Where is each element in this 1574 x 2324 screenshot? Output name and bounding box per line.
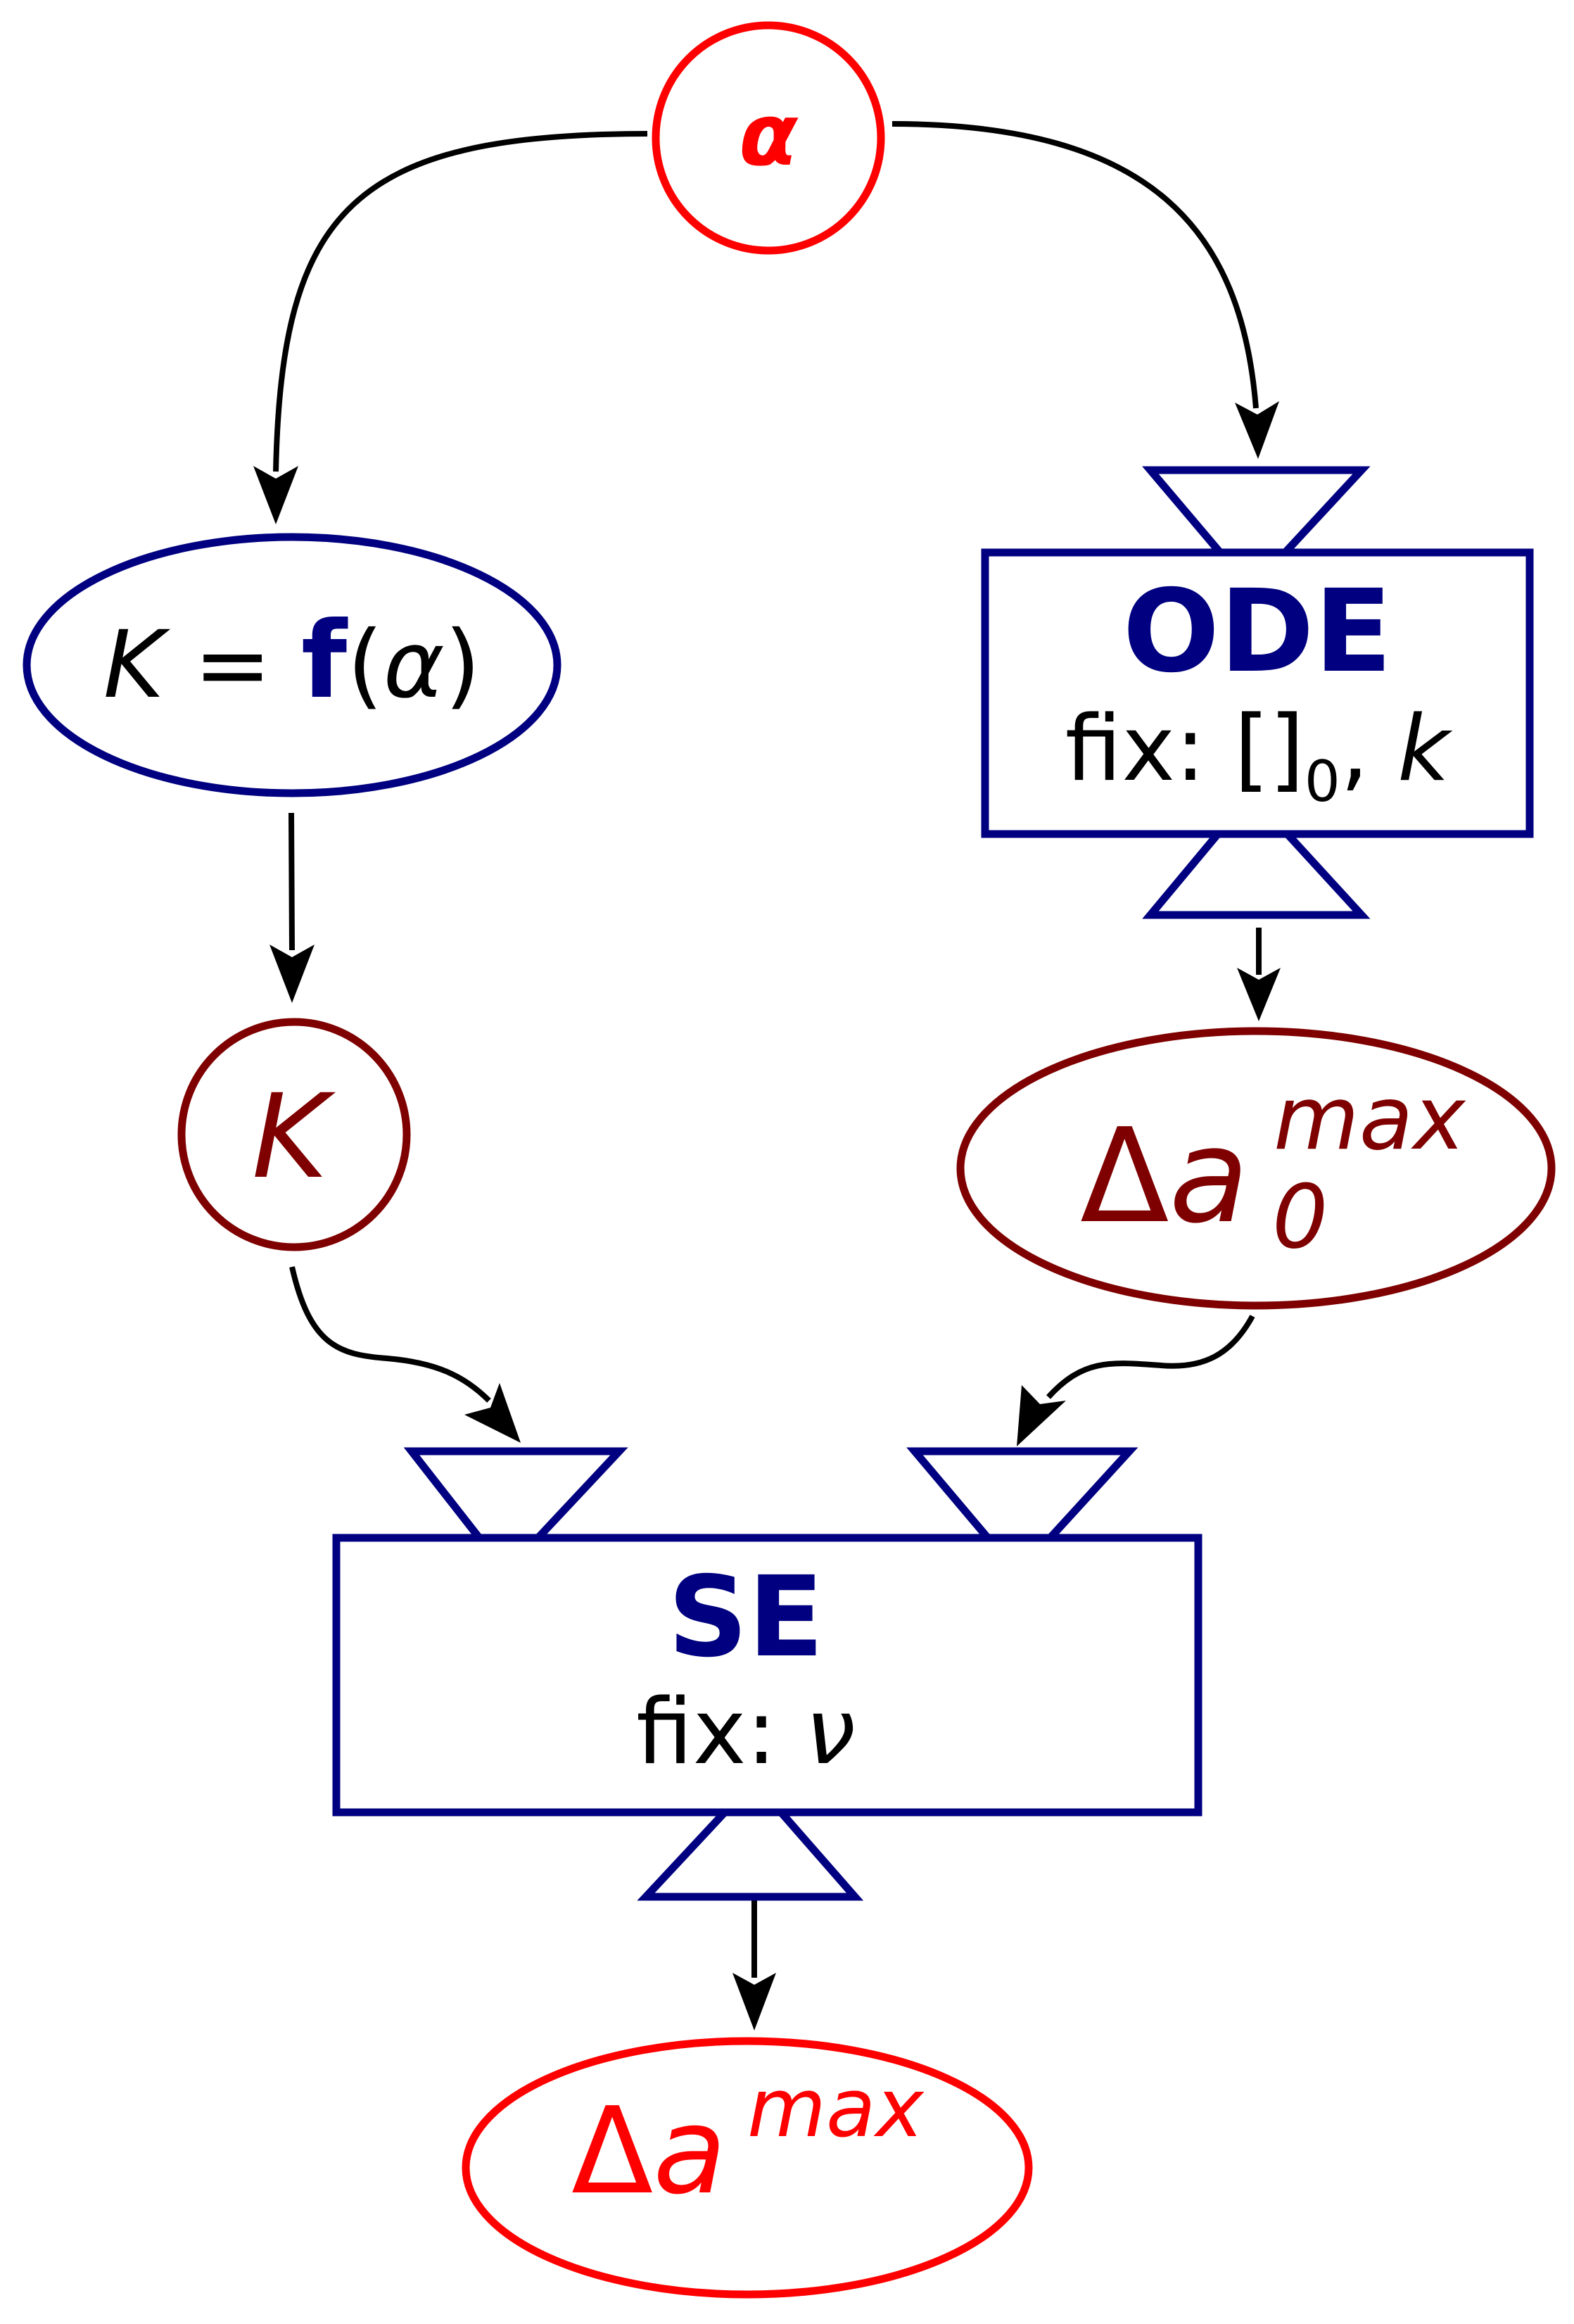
node-k-func: K = f(α) (23, 533, 561, 797)
arrowhead-ode-to-delta-a0 (1237, 968, 1281, 1021)
node-k-value-circle (177, 1018, 411, 1251)
edge-k-value-to-se (289, 1266, 491, 1403)
node-delta-a0-label: Δa (1080, 1100, 1249, 1252)
delta-a0-subscript: 0 (1272, 1166, 1328, 1268)
delta-a0-delta: Δ (1080, 1100, 1169, 1252)
node-delta-a-label: Δa (571, 2082, 726, 2221)
se-fix-line: fix: ν (636, 1680, 856, 1785)
se-fix-prefix: fix: (636, 1680, 805, 1785)
delta-a-delta: Δ (571, 2082, 653, 2221)
arrowhead-alpha-to-k-func (253, 466, 298, 524)
ode-title: ODE (1123, 566, 1392, 698)
k-func-arg: α (383, 611, 445, 719)
node-alpha-label: α (739, 85, 799, 185)
node-delta-a0: Δa max 0 (956, 1027, 1556, 1310)
block-se: SE fix: ν (332, 1447, 1202, 1901)
se-fix-var: ν (805, 1680, 856, 1785)
delta-a-superscript: max (747, 2061, 925, 2156)
ode-fix-prefix: fix: [] (1065, 697, 1305, 802)
edge-k-func-to-k-value (288, 812, 295, 951)
node-k-func-ellipse (23, 533, 561, 797)
k-func-lhs: K (103, 611, 171, 719)
ode-fix-sep: , (1340, 697, 1397, 802)
arrowhead-alpha-to-ode (1235, 401, 1279, 459)
node-delta-a-ellipse (462, 2037, 1033, 2299)
edge-alpha-to-k-func (273, 131, 648, 472)
ode-fix-subscript: 0 (1305, 749, 1340, 814)
ode-fix-var: k (1397, 697, 1453, 802)
se-input-port-left (403, 1447, 628, 1546)
k-func-equals: = (164, 611, 301, 719)
delta-a0-a: a (1169, 1100, 1249, 1252)
node-k-func-formula: K = f(α) (103, 600, 481, 722)
delta-a-a: a (653, 2082, 726, 2221)
node-alpha-circle (652, 21, 885, 255)
se-title: SE (668, 1553, 824, 1682)
node-delta-a: Δa max (462, 2037, 1033, 2299)
arrowhead-k-value-to-se (464, 1383, 521, 1443)
delta-a0-superscript: max (1274, 1068, 1466, 1170)
edges (253, 121, 1281, 2031)
node-k-value-label: K (252, 1069, 336, 1204)
edge-delta-a0-to-se (1046, 1315, 1255, 1399)
block-ode: ODE fix: []0, k (981, 466, 1534, 919)
k-func-f: f (301, 600, 348, 722)
se-box (332, 1534, 1202, 1817)
arrowhead-se-to-delta-a (732, 1973, 776, 2031)
se-input-port-right (906, 1447, 1138, 1546)
node-alpha: α (652, 21, 885, 255)
ode-input-port (1142, 466, 1371, 562)
se-output-port (637, 1808, 864, 1901)
node-delta-a0-ellipse (956, 1027, 1556, 1310)
ode-fix-line: fix: []0, k (1065, 697, 1453, 814)
k-func-close-paren: ) (445, 611, 481, 719)
ode-output-port (1142, 826, 1371, 919)
arrowhead-delta-a0-to-se (1017, 1385, 1066, 1446)
k-func-open-paren: ( (347, 611, 383, 719)
ode-box (981, 548, 1534, 838)
arrowhead-k-func-to-k-value (269, 945, 315, 1003)
node-k-value: K (177, 1018, 411, 1251)
edge-alpha-to-ode (891, 121, 1259, 409)
